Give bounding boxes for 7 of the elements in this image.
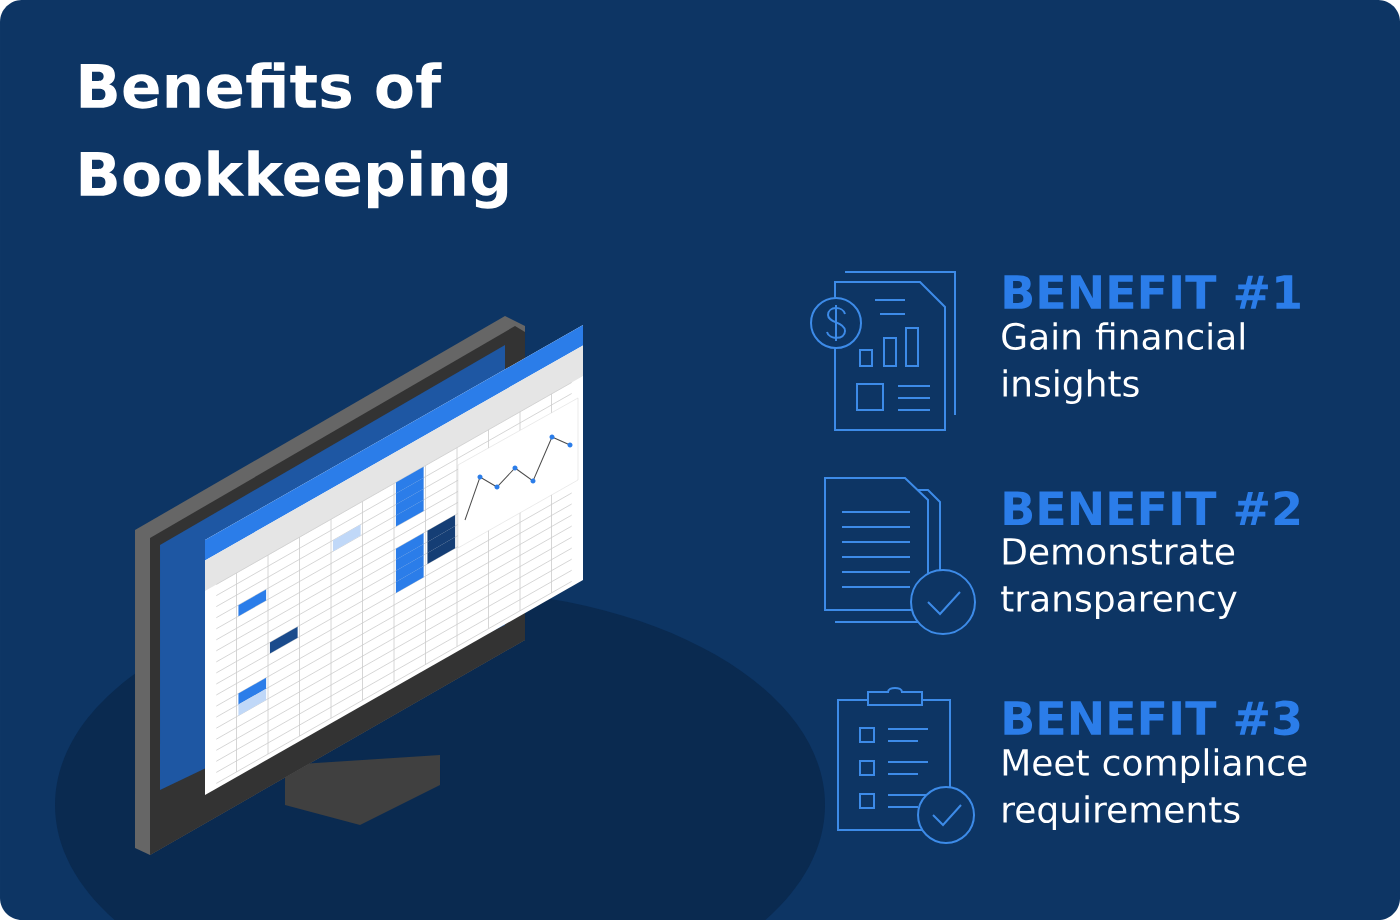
- benefit-heading: BENEFIT #2: [1004, 490, 1300, 526]
- benefit-description: Demonstrate transparency: [1001, 538, 1237, 619]
- benefit-heading: BENEFIT #3: [1004, 700, 1300, 736]
- title: Benefits of Bookkeeping: [80, 62, 508, 209]
- benefit-heading: BENEFIT #1: [1004, 275, 1300, 309]
- benefit-description: Meet compliance requirements: [1003, 748, 1307, 831]
- benefit-description: Gain financial insights: [1002, 322, 1244, 405]
